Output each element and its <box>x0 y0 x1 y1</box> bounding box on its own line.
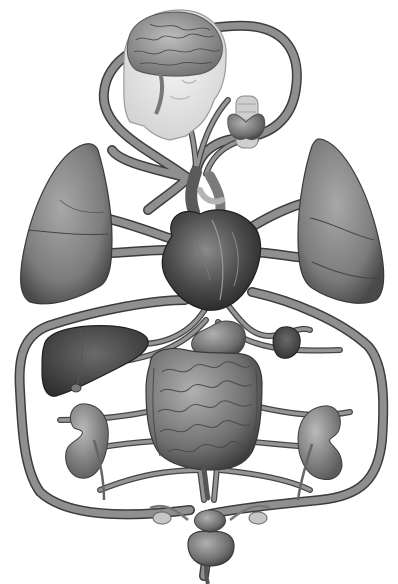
left-lung-illustration <box>21 144 112 304</box>
left-kidney-illustration <box>66 404 109 500</box>
bladder-illustration <box>150 506 270 584</box>
right-lung-illustration <box>298 139 384 303</box>
spleen-illustration <box>273 327 300 359</box>
